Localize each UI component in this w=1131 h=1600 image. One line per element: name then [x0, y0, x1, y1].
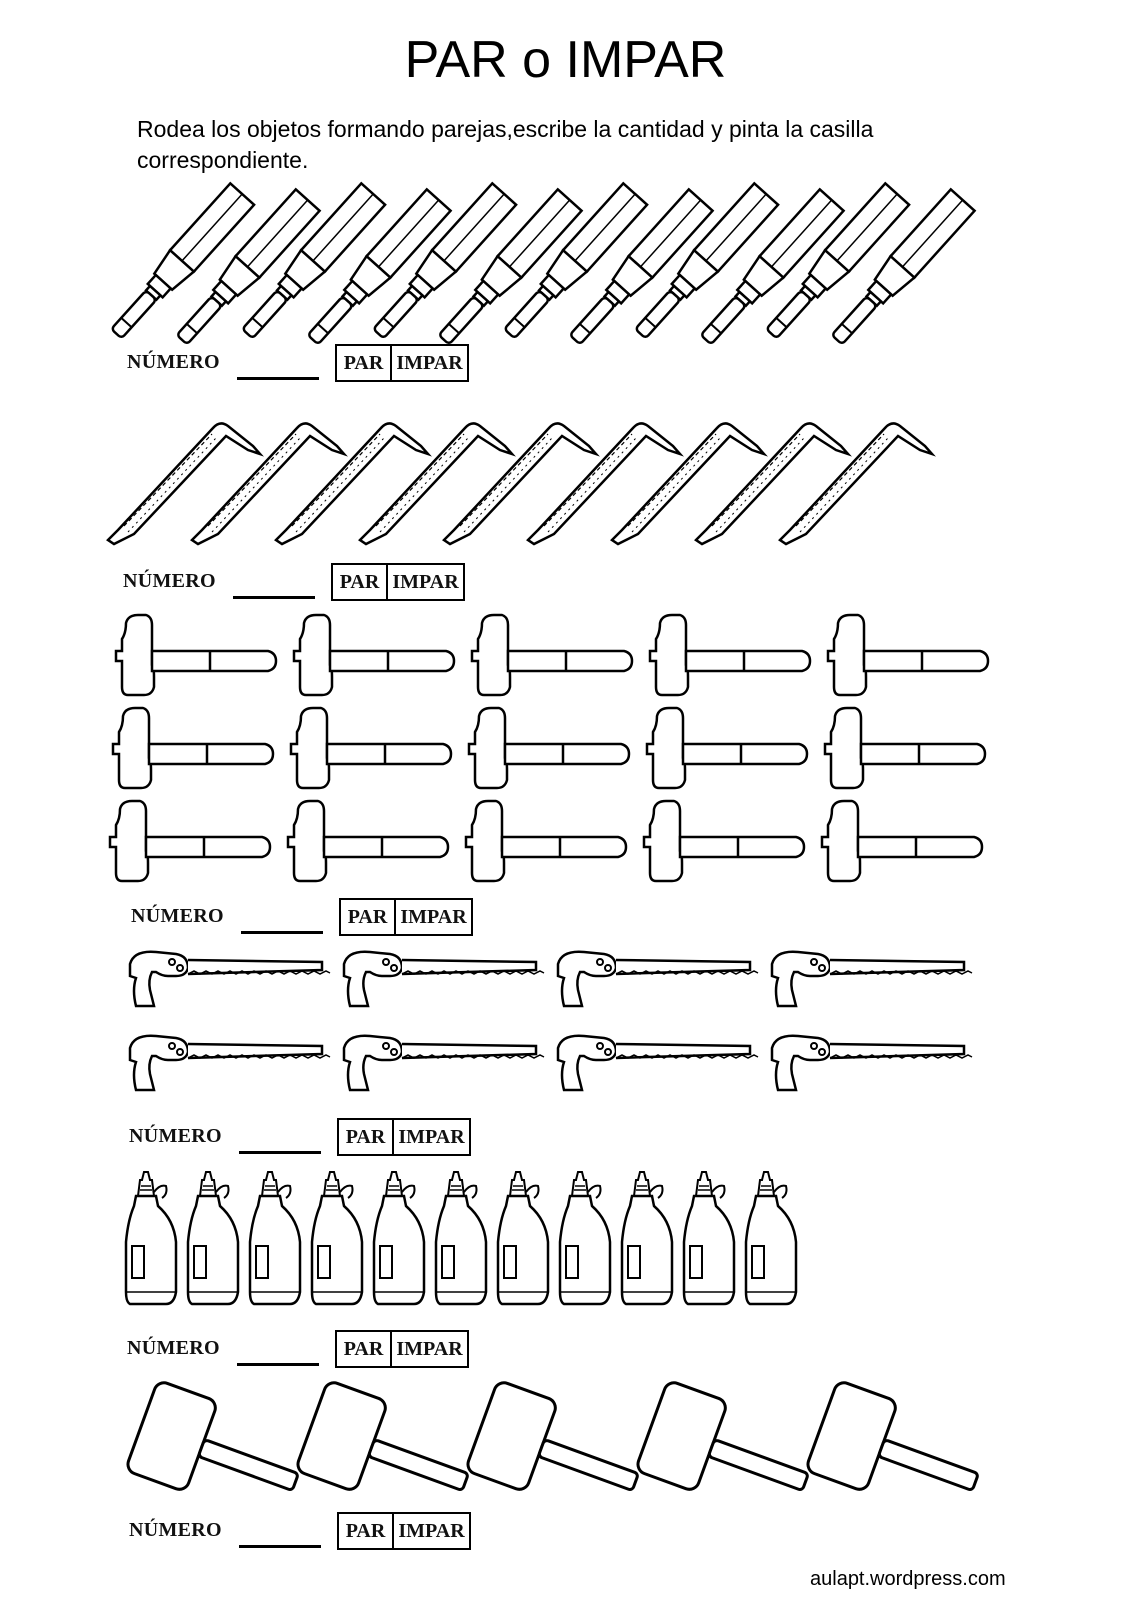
parity-boxes: PAR IMPAR: [337, 1512, 471, 1550]
impar-box[interactable]: IMPAR: [392, 571, 459, 593]
hammer-icon[interactable]: [464, 799, 628, 883]
glue-bottle-icon[interactable]: [310, 1170, 364, 1306]
glue-bottle-icon[interactable]: [434, 1170, 488, 1306]
instructions: Rodea los objetos formando parejas,escri…: [137, 116, 874, 173]
impar-box[interactable]: IMPAR: [398, 1520, 465, 1542]
hammer-icon[interactable]: [470, 613, 634, 697]
number-label: NÚMERO: [123, 570, 216, 592]
saw-icon[interactable]: [342, 950, 546, 1008]
parity-boxes: PAR IMPAR: [337, 1118, 471, 1156]
hammer-icon[interactable]: [286, 799, 450, 883]
impar-box[interactable]: IMPAR: [400, 906, 467, 928]
saw-icon[interactable]: [128, 1034, 332, 1092]
hammer-icon[interactable]: [467, 706, 631, 790]
saw-icon[interactable]: [770, 950, 974, 1008]
number-label: NÚMERO: [129, 1125, 222, 1147]
hammer-icon[interactable]: [292, 613, 456, 697]
hammer-icon[interactable]: [111, 706, 275, 790]
hammer-icon[interactable]: [820, 799, 984, 883]
par-box[interactable]: PAR: [337, 346, 392, 380]
parity-boxes: PAR IMPAR: [339, 898, 473, 936]
impar-box[interactable]: IMPAR: [398, 1126, 465, 1148]
hammer-icon[interactable]: [114, 613, 278, 697]
par-box[interactable]: PAR: [333, 565, 388, 599]
saw-icon[interactable]: [556, 1034, 760, 1092]
glue-bottle-icon[interactable]: [248, 1170, 302, 1306]
mallet-icon[interactable]: [463, 1378, 654, 1528]
glue-bottle-icon[interactable]: [558, 1170, 612, 1306]
glue-bottle-icon[interactable]: [682, 1170, 736, 1306]
answer-row-6: NÚMERO PAR IMPAR: [129, 1512, 529, 1550]
parity-boxes: PAR IMPAR: [335, 344, 469, 382]
number-blank[interactable]: [233, 596, 315, 599]
number-blank[interactable]: [239, 1151, 321, 1154]
hammer-icon[interactable]: [823, 706, 987, 790]
parity-boxes: PAR IMPAR: [335, 1330, 469, 1368]
mallet-icon[interactable]: [123, 1378, 314, 1528]
page-title: PAR o IMPAR: [404, 31, 727, 89]
hammer-icon[interactable]: [642, 799, 806, 883]
answer-row-5: NÚMERO PAR IMPAR: [127, 1330, 527, 1368]
impar-box[interactable]: IMPAR: [396, 1338, 463, 1360]
glue-bottle-icon[interactable]: [372, 1170, 426, 1306]
hammer-icon[interactable]: [645, 706, 809, 790]
saw-icon[interactable]: [342, 1034, 546, 1092]
hammer-icon[interactable]: [108, 799, 272, 883]
glue-bottle-icon[interactable]: [744, 1170, 798, 1306]
footer-credit: aulapt.wordpress.com: [810, 1568, 1006, 1590]
glue-bottle-icon[interactable]: [186, 1170, 240, 1306]
number-label: NÚMERO: [131, 905, 224, 927]
par-box[interactable]: PAR: [339, 1514, 394, 1548]
saw-icon[interactable]: [770, 1034, 974, 1092]
number-blank[interactable]: [241, 931, 323, 934]
number-label: NÚMERO: [127, 1337, 220, 1359]
number-blank[interactable]: [237, 377, 319, 380]
answer-row-3: NÚMERO PAR IMPAR: [131, 898, 531, 936]
answer-row-1: NÚMERO PAR IMPAR: [127, 344, 527, 382]
impar-box[interactable]: IMPAR: [396, 352, 463, 374]
saw-icon[interactable]: [128, 950, 332, 1008]
number-label: NÚMERO: [129, 1519, 222, 1541]
number-label: NÚMERO: [127, 351, 220, 373]
par-box[interactable]: PAR: [341, 900, 396, 934]
hammer-icon[interactable]: [289, 706, 453, 790]
mallet-icon[interactable]: [803, 1378, 994, 1528]
number-blank[interactable]: [237, 1363, 319, 1366]
par-box[interactable]: PAR: [339, 1120, 394, 1154]
parity-boxes: PAR IMPAR: [331, 563, 465, 601]
hammer-icon[interactable]: [648, 613, 812, 697]
glue-bottle-icon[interactable]: [496, 1170, 550, 1306]
par-box[interactable]: PAR: [337, 1332, 392, 1366]
mallet-icon[interactable]: [633, 1378, 824, 1528]
glue-bottle-icon[interactable]: [124, 1170, 178, 1306]
glue-bottle-icon[interactable]: [620, 1170, 674, 1306]
saw-icon[interactable]: [556, 950, 760, 1008]
awl-icon[interactable]: [106, 422, 262, 546]
hammer-icon[interactable]: [826, 613, 990, 697]
answer-row-4: NÚMERO PAR IMPAR: [129, 1118, 529, 1156]
answer-row-2: NÚMERO PAR IMPAR: [123, 563, 523, 601]
number-blank[interactable]: [239, 1545, 321, 1548]
mallet-icon[interactable]: [293, 1378, 484, 1528]
